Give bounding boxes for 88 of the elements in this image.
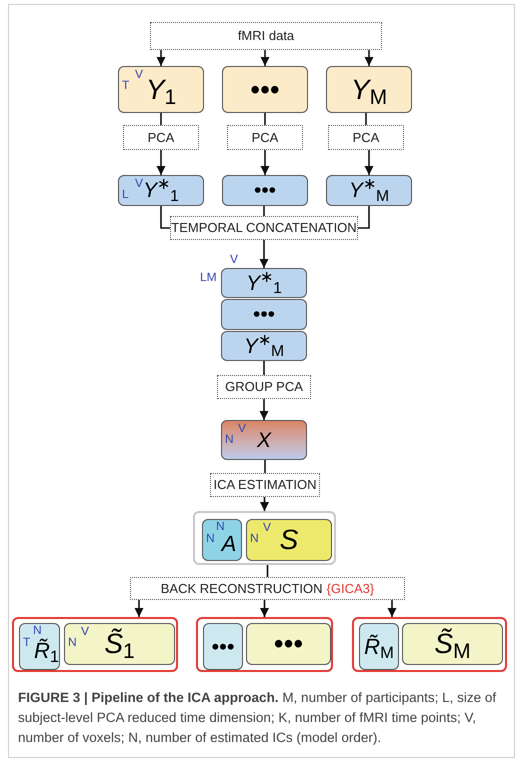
connector-line <box>263 361 265 375</box>
data-matrix-box <box>222 66 308 113</box>
connector-line <box>358 206 370 229</box>
subject-result-box <box>352 617 507 672</box>
subject-mixing-box <box>19 623 60 670</box>
process-box <box>130 577 405 600</box>
connector-line <box>365 113 367 125</box>
group-matrix-box <box>221 420 307 460</box>
step-label: BACK RECONSTRUCTION <box>160 580 323 598</box>
method-tag: {GICA3} <box>326 578 374 598</box>
subject-result-box <box>196 617 333 672</box>
connector-line <box>263 206 265 216</box>
connector-line <box>160 206 170 229</box>
arrow <box>260 50 270 66</box>
subject-mixing-box <box>203 623 243 670</box>
arrow <box>156 50 166 66</box>
arrow <box>388 600 396 617</box>
process-box <box>123 125 199 150</box>
matrix-symbol: X <box>256 430 271 450</box>
process-box <box>227 125 303 150</box>
matrix-symbol: S̃$_{1}$ <box>104 630 135 658</box>
dimension-label: V <box>238 422 246 434</box>
arrow <box>260 240 268 268</box>
matrix-symbol: Y$_{M}$ <box>350 76 388 104</box>
data-matrix-box <box>326 66 412 113</box>
dimension-label: V <box>135 177 144 189</box>
dimension-label: T <box>23 636 30 648</box>
connector-line <box>266 565 268 577</box>
step-label: PCA <box>352 128 380 147</box>
arrow <box>260 399 268 420</box>
subject-source-box <box>246 623 331 665</box>
dimension-label: V <box>135 68 144 80</box>
arrow <box>260 497 269 511</box>
mixing-matrix-box <box>202 519 242 561</box>
connector-line <box>264 113 266 125</box>
reduced-matrix-box <box>221 299 307 330</box>
subject-mixing-box <box>359 623 399 670</box>
dimension-label: N <box>225 433 234 445</box>
arrow <box>134 600 144 617</box>
dimension-label: V <box>81 625 90 637</box>
subject-source-box <box>402 623 503 665</box>
reduced-matrix-box <box>118 175 204 206</box>
process-box <box>217 375 311 399</box>
step-label: PCA <box>148 128 174 147</box>
step-label: GROUP PCA <box>225 378 303 396</box>
dimension-label: N <box>33 624 42 636</box>
subject-source-box <box>64 623 175 665</box>
arrow <box>260 150 270 175</box>
connector-line <box>160 113 162 125</box>
process-box <box>150 22 382 50</box>
matrix-symbol: R̃$_{1}$ <box>34 640 60 662</box>
arrow <box>260 600 269 617</box>
matrix-symbol: S <box>280 526 298 554</box>
figure-caption: FIGURE 3 | Pipeline of the ICA approach. M, number of participants; L, size of subject-level PCA reduced time dimension; K, number of fMRI time points; V, number of voxels; N, number of estimated ICs (model order). <box>18 689 498 747</box>
matrix-symbol: ••• <box>211 636 235 658</box>
arrow <box>364 50 374 66</box>
dimension-label: L <box>122 188 129 200</box>
arrow <box>156 150 166 175</box>
dimension-label: V <box>230 253 238 265</box>
reduced-matrix-box <box>221 331 307 361</box>
step-label: fMRI data <box>238 27 294 46</box>
matrix-symbol: A <box>222 533 236 555</box>
reduced-matrix-box <box>222 175 308 206</box>
matrix-symbol: ••• <box>254 180 276 201</box>
dimension-label: N <box>206 532 215 544</box>
dimension-label: N <box>68 636 77 648</box>
step-label: TEMPORAL CONCATENATION <box>171 219 357 238</box>
source-matrix-box <box>246 519 332 561</box>
result-group-box <box>193 511 336 565</box>
process-box <box>328 125 404 150</box>
matrix-symbol: R̃$_{M}$ <box>364 636 394 658</box>
matrix-symbol: S̃$_{M}$ <box>434 630 471 658</box>
dimension-label: N <box>216 520 225 532</box>
matrix-symbol: Y$_{1}$ <box>146 76 176 104</box>
dimension-label: T <box>122 79 130 91</box>
matrix-symbol: ••• <box>250 76 280 104</box>
matrix-symbol: ••• <box>252 304 276 325</box>
connector-line <box>264 460 266 473</box>
step-label: PCA <box>252 128 278 147</box>
dimension-label: N <box>250 532 259 544</box>
step-label: ICA ESTIMATION <box>213 476 317 494</box>
dimension-label: LM <box>200 271 217 283</box>
subject-result-box <box>12 617 178 672</box>
data-matrix-box <box>118 66 204 113</box>
matrix-symbol: ••• <box>274 630 304 658</box>
dimension-label: V <box>263 521 272 533</box>
arrow <box>364 150 374 175</box>
reduced-matrix-box <box>326 175 412 206</box>
